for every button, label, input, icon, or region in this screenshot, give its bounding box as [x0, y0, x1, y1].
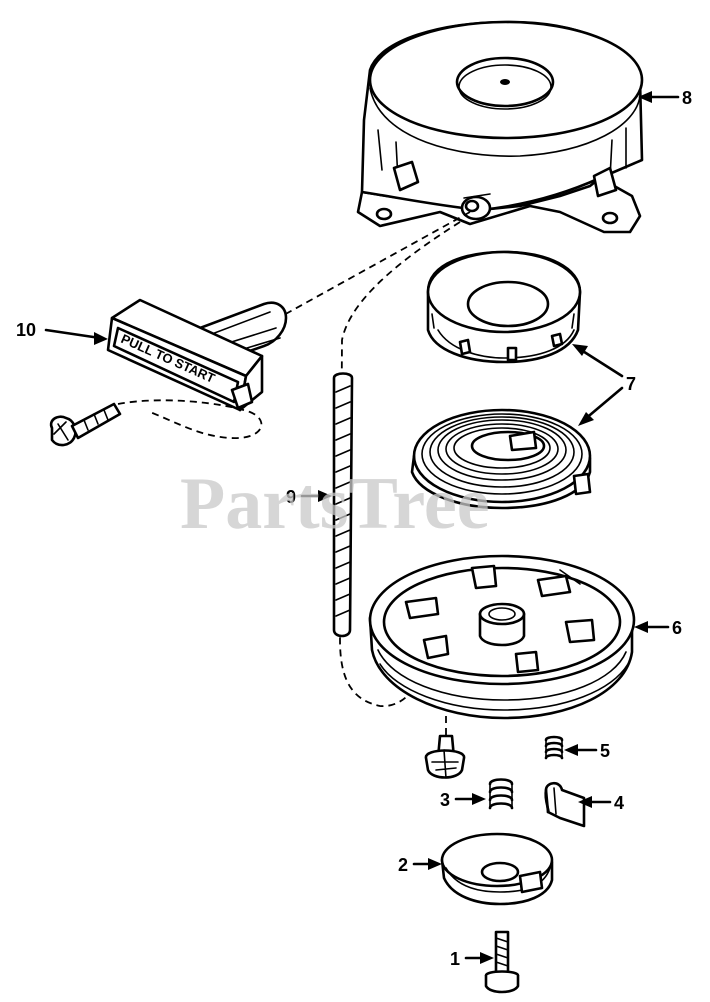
- starter-housing-icon[interactable]: [356, 20, 644, 234]
- callout-6[interactable]: 6: [634, 618, 682, 638]
- callout-7[interactable]: 7: [572, 344, 636, 426]
- rewind-spring-cup-icon[interactable]: [426, 250, 582, 364]
- callout-4[interactable]: 4: [578, 793, 624, 813]
- callout-8-label: 8: [682, 88, 692, 108]
- callout-2-label: 2: [398, 855, 408, 875]
- callout-10-label: 10: [16, 320, 36, 340]
- starter-handle-icon[interactable]: PULL TO START: [106, 298, 288, 412]
- callout-4-label: 4: [614, 793, 624, 813]
- rope-path-knot: [117, 399, 263, 439]
- callout-1-label: 1: [450, 949, 460, 969]
- callout-6-label: 6: [672, 618, 682, 638]
- pawl-spring-icon[interactable]: [544, 735, 564, 760]
- callout-10[interactable]: 10: [16, 320, 108, 345]
- rope-path-side: [339, 221, 461, 707]
- pawl-icon[interactable]: [544, 781, 586, 828]
- callout-8[interactable]: 8: [638, 88, 692, 108]
- callout-9-label: 9: [286, 487, 296, 507]
- retainer-cup-icon[interactable]: [440, 832, 554, 906]
- callout-1[interactable]: 1: [450, 949, 494, 969]
- callout-3-label: 3: [440, 790, 450, 810]
- callout-5[interactable]: 5: [564, 741, 610, 761]
- callout-5-label: 5: [600, 741, 610, 761]
- rope-knot-icon[interactable]: [49, 402, 122, 447]
- starter-pulley-icon[interactable]: [368, 554, 636, 720]
- callout-2[interactable]: 2: [398, 855, 442, 875]
- compression-spring-icon[interactable]: [488, 778, 514, 810]
- callout-3[interactable]: 3: [440, 790, 486, 810]
- recoil-spring-icon[interactable]: [410, 408, 592, 510]
- callout-9[interactable]: 9: [286, 487, 332, 507]
- starter-rope-icon[interactable]: [332, 372, 354, 638]
- watermark-text: PartsTree: [180, 463, 490, 545]
- center-pin-icon[interactable]: [424, 716, 466, 779]
- callout-7-label: 7: [626, 374, 636, 394]
- screw-icon[interactable]: [484, 930, 520, 994]
